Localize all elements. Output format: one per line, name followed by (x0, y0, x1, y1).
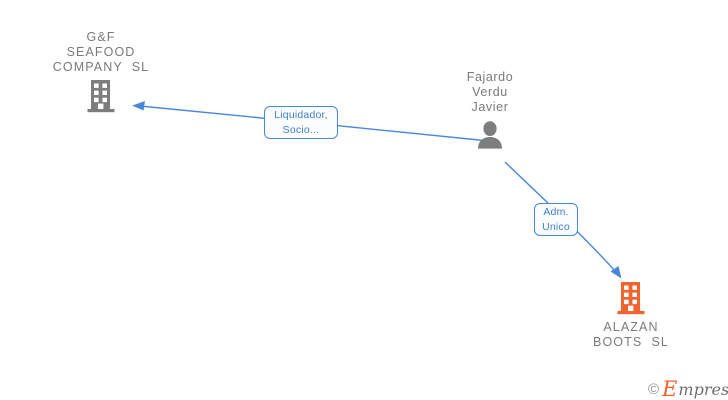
empresia-watermark: © E mpresia (648, 379, 728, 400)
brand-name: mpresia (678, 379, 728, 399)
node-fajardo-verdu-javier[interactable]: Fajardo Verdu Javier (432, 70, 548, 150)
edge-arrowhead-adm-unico (610, 266, 622, 279)
person-icon (478, 121, 502, 149)
node-label-gf-seafood: G&F SEAFOOD COMPANY SL (52, 30, 150, 74)
node-label-fajardo-verdu-javier: Fajardo Verdu Javier (466, 70, 514, 114)
building-icon (617, 282, 645, 315)
node-gf-seafood[interactable]: G&F SEAFOOD COMPANY SL (38, 30, 164, 113)
copyright-icon: © (648, 381, 660, 398)
building-icon (87, 80, 115, 113)
edge-arrowhead-liquidador (132, 101, 145, 111)
brand-initial: E (662, 377, 678, 400)
node-alazan-boots[interactable]: ALAZAN BOOTS SL (568, 281, 694, 350)
edge-label-liquidador[interactable]: Liquidador, Socio... (264, 106, 338, 139)
edge-label-adm-unico[interactable]: Adm. Unico (534, 203, 578, 236)
node-label-alazan-boots: ALAZAN BOOTS SL (593, 320, 669, 349)
